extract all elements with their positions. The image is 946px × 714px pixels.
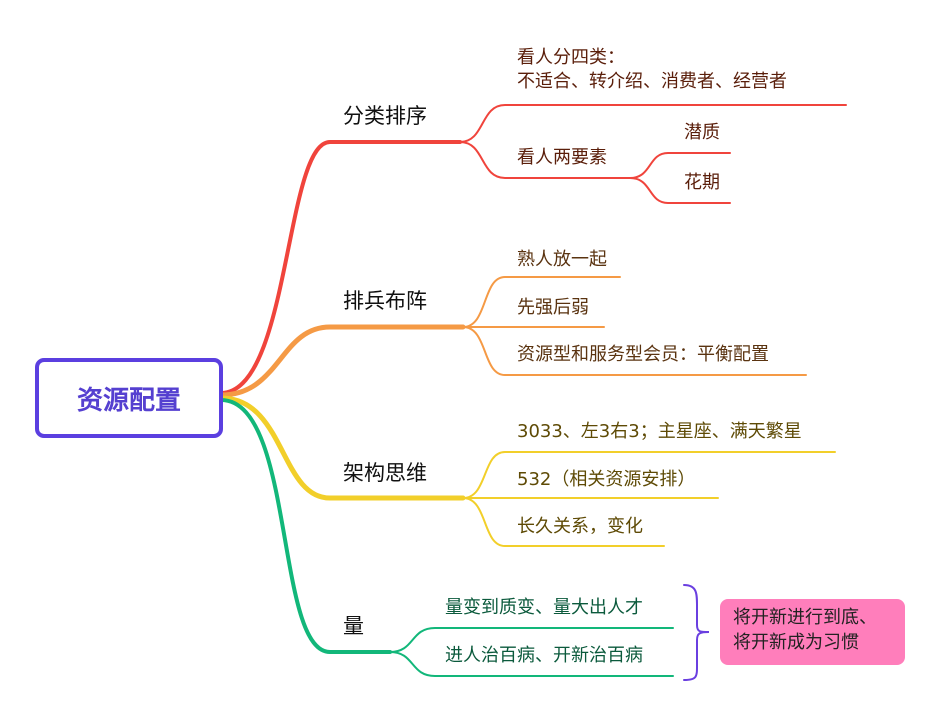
branch-line-orange [218,324,466,398]
sub-line [459,141,631,179]
root-label: 资源配置 [76,385,181,416]
sub-line [462,326,807,376]
summary-line: 将开新进行到底、 [733,607,877,628]
branch-line-green [219,398,392,654]
node-acquaintances[interactable]: 熟人放一起 [517,249,607,270]
sub-line [389,627,674,653]
sub-line [462,497,665,547]
node-balance[interactable]: 资源型和服务型会员：平衡配置 [517,344,769,365]
summary-brace [683,584,710,681]
node-two-elements[interactable]: 看人两要素 [517,147,607,168]
sub-line [459,104,847,143]
node-quantity-change[interactable]: 量变到质变、量大出人才 [445,597,643,618]
node-strong-first[interactable]: 先强后弱 [517,297,589,318]
sub-line [629,177,731,204]
node-line: 不适合、转介绍、消费者、经营者 [517,71,787,92]
branch-line-red [219,140,462,395]
node-four-types[interactable]: 看人分四类： 不适合、转介绍、消费者、经营者 [517,46,787,94]
summary-line: 将开新成为习惯 [733,632,859,653]
sub-line [389,651,674,677]
branch-label-classify[interactable]: 分类排序 [343,104,427,128]
node-line: 看人分四类： [517,47,625,68]
node-flowering[interactable]: 花期 [684,172,720,193]
node-recruit[interactable]: 进人治百病、开新治百病 [445,645,643,666]
summary-node[interactable]: 将开新进行到底、 将开新成为习惯 [720,599,905,665]
branch-label-structure[interactable]: 架构思维 [343,461,427,485]
node-532[interactable]: 532（相关资源安排） [517,469,696,490]
sub-line [462,451,836,499]
sub-line [462,276,621,328]
sub-line [629,152,731,179]
root-node[interactable]: 资源配置 [35,358,223,438]
node-potential[interactable]: 潜质 [684,122,720,143]
node-long-term[interactable]: 长久关系，变化 [517,516,643,537]
branch-label-deploy[interactable]: 排兵布阵 [343,289,427,313]
branch-label-quantity[interactable]: 量 [343,614,364,638]
branch-line-yellow [218,395,466,501]
node-3033[interactable]: 3033、左3右3；主星座、满天繁星 [517,421,802,442]
